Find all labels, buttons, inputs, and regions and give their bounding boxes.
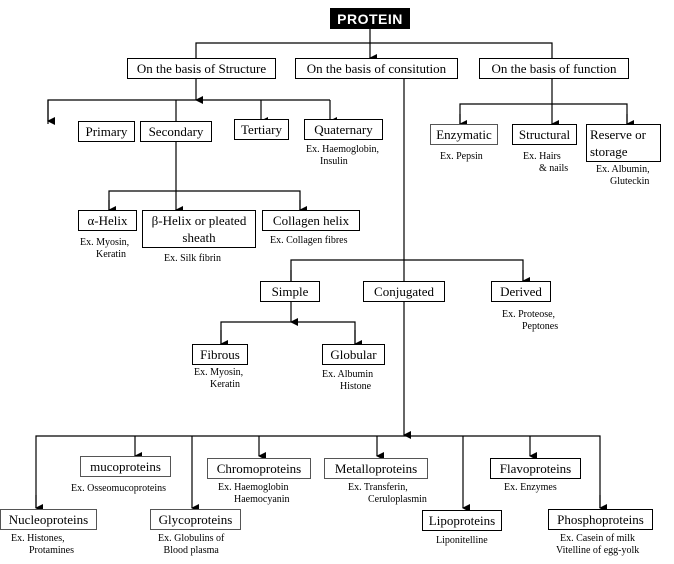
reserve-storage-example: Ex. Albumin, Gluteckin — [596, 164, 650, 187]
metalloproteins-example: Ex. Transferin, Ceruloplasmin — [348, 482, 427, 505]
quaternary-example: Ex. Haemoglobin, Insulin — [306, 144, 380, 167]
basis-function: On the basis of function — [479, 58, 629, 79]
basis-structure: On the basis of Structure — [127, 58, 276, 79]
mucoproteins-example: Ex. Osseomucoproteins — [71, 483, 166, 494]
connector — [108, 190, 301, 210]
connector — [220, 321, 356, 344]
alpha-helix-node: α-Helix — [78, 210, 137, 231]
protein-title: PROTEIN — [330, 8, 410, 29]
tertiary-node: Tertiary — [234, 119, 289, 140]
structural-node: Structural — [512, 124, 577, 145]
mucoproteins-node: mucoproteins — [80, 456, 171, 477]
derived-node: Derived — [491, 281, 551, 302]
structural-example: Ex. Hairs & nails — [523, 151, 569, 174]
metalloproteins-node: Metalloproteins — [324, 458, 428, 479]
quaternary-node: Quaternary — [304, 119, 383, 140]
phosphoproteins-example: Ex. Casein of milk Vitelline of egg-yolk — [556, 533, 640, 556]
flavoproteins-node: Flavoproteins — [490, 458, 581, 479]
nucleoproteins-example: Ex. Histones, Protamines — [11, 533, 74, 556]
enzymatic-node: Enzymatic — [430, 124, 498, 145]
alpha-helix-example: Ex. Myosin, Keratin — [80, 237, 130, 260]
simple-node: Simple — [260, 281, 320, 302]
globular-node: Globular — [322, 344, 385, 365]
chromoproteins-node: Chromoproteins — [207, 458, 311, 479]
connector — [35, 435, 601, 508]
basis-constitution: On the basis of consitution — [295, 58, 458, 79]
globular-example: Ex. Albumin Histone — [322, 369, 374, 392]
conjugated-node: Conjugated — [363, 281, 445, 302]
fibrous-example: Ex. Myosin, Keratin — [194, 367, 244, 390]
beta-helix-node: β-Helix or pleated sheath — [142, 210, 256, 248]
beta-helix-example: Ex. Silk fibrin — [164, 253, 221, 264]
derived-example: Ex. Proteose, Peptones — [502, 309, 559, 332]
connector — [290, 259, 524, 281]
flavoproteins-example: Ex. Enzymes — [504, 482, 557, 493]
connector — [195, 42, 553, 58]
enzymatic-example: Ex. Pepsin — [440, 151, 483, 162]
fibrous-node: Fibrous — [192, 344, 248, 365]
chromoproteins-example: Ex. Haemoglobin Haemocyanin — [218, 482, 290, 505]
phosphoproteins-node: Phosphoproteins — [548, 509, 653, 530]
lipoproteins-node: Lipoproteins — [422, 510, 502, 531]
glycoproteins-example: Ex. Globulins of Blood plasma — [158, 533, 225, 556]
secondary-node: Secondary — [140, 121, 212, 142]
lipoproteins-example: Liponitelline — [436, 535, 488, 546]
nucleoproteins-node: Nucleoproteins — [0, 509, 97, 530]
reserve-storage-node: Reserve or storage — [586, 124, 661, 162]
connector — [459, 103, 628, 124]
primary-node: Primary — [78, 121, 135, 142]
glycoproteins-node: Glycoproteins — [150, 509, 241, 530]
collagen-helix-example: Ex. Collagen fibres — [270, 235, 348, 246]
collagen-helix-node: Collagen helix — [262, 210, 360, 231]
